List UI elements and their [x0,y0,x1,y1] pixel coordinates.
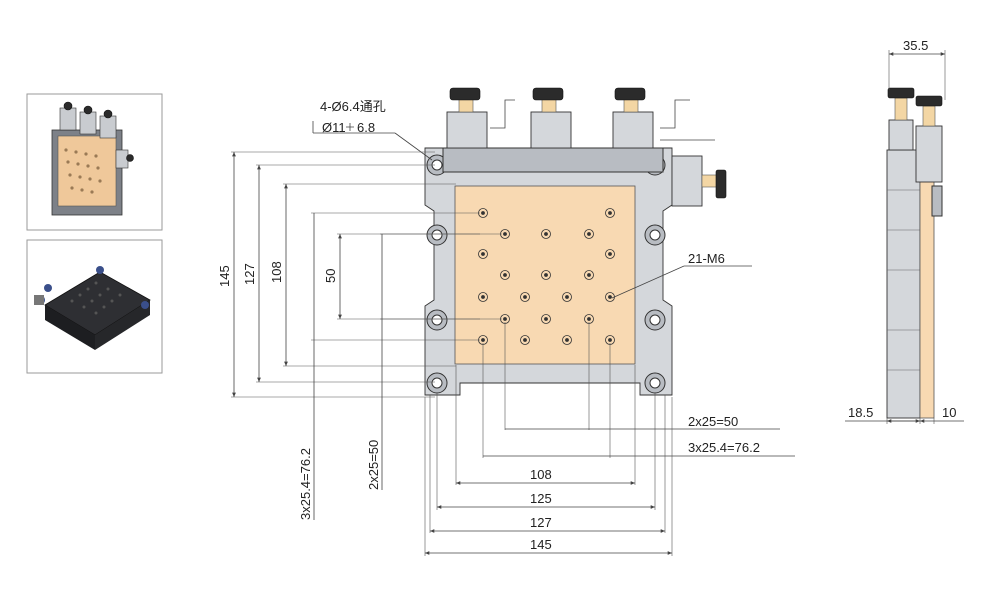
micrometer-actuators [446,87,715,149]
hole-callout: 4-Ø6.4通孔 Ø11 6.8 [312,99,433,161]
dim-label: 10 [942,405,956,420]
thumbnail-stage-image [34,266,151,350]
dim-label: 35.5 [903,38,928,53]
dim-label: 3x25.4=76.2 [298,448,313,520]
top-actuator-bar [442,147,664,173]
side-view: 35.5 18.5 10 [845,38,964,424]
thread-callout: 21-M6 [611,251,752,299]
thumbnail-stage-image [51,101,134,216]
dim-label: 18.5 [848,405,873,420]
thumbnail-angled-view [26,239,163,374]
dim-label: 127 [530,515,552,530]
dim-label: 2x25=50 [688,414,738,429]
counterbore-diameter-text: Ø11 [322,120,346,135]
dim-label: 3x25.4=76.2 [688,440,760,455]
adjust-knob-icon [887,87,915,99]
dim-label: 127 [242,263,257,285]
adjust-knob-icon [614,87,646,101]
vertical-dimensions: 145 127 108 3x25.4=76.2 50 2x25=50 [217,151,502,520]
dim-label: 2x25=50 [366,440,381,490]
adjust-knob-icon [532,87,564,101]
dim-label: 108 [269,261,284,283]
thread-callout-text: 21-M6 [688,251,725,266]
dim-label: 145 [530,537,552,552]
mount-hole-bosses [426,154,666,394]
adjust-knob-icon [449,87,481,101]
thumbnail-top-view [26,93,163,231]
dim-label: 125 [530,491,552,506]
horizontal-dimensions: 2x25=50 3x25.4=76.2 108 125 127 145 [424,322,795,556]
hole-callout-text: 4-Ø6.4通孔 [320,99,386,114]
front-view: 4-Ø6.4通孔 Ø11 6.8 21-M6 145 127 [217,87,795,556]
adjust-knob-icon [715,169,727,199]
depth-symbol-icon [346,123,354,131]
adjust-knob-icon [915,95,943,107]
side-actuator [671,155,727,207]
dim-label: 108 [530,467,552,482]
dim-label: 145 [217,265,232,287]
dim-label: 50 [323,269,338,283]
side-body [886,149,921,419]
counterbore-depth-text: 6.8 [357,120,375,135]
